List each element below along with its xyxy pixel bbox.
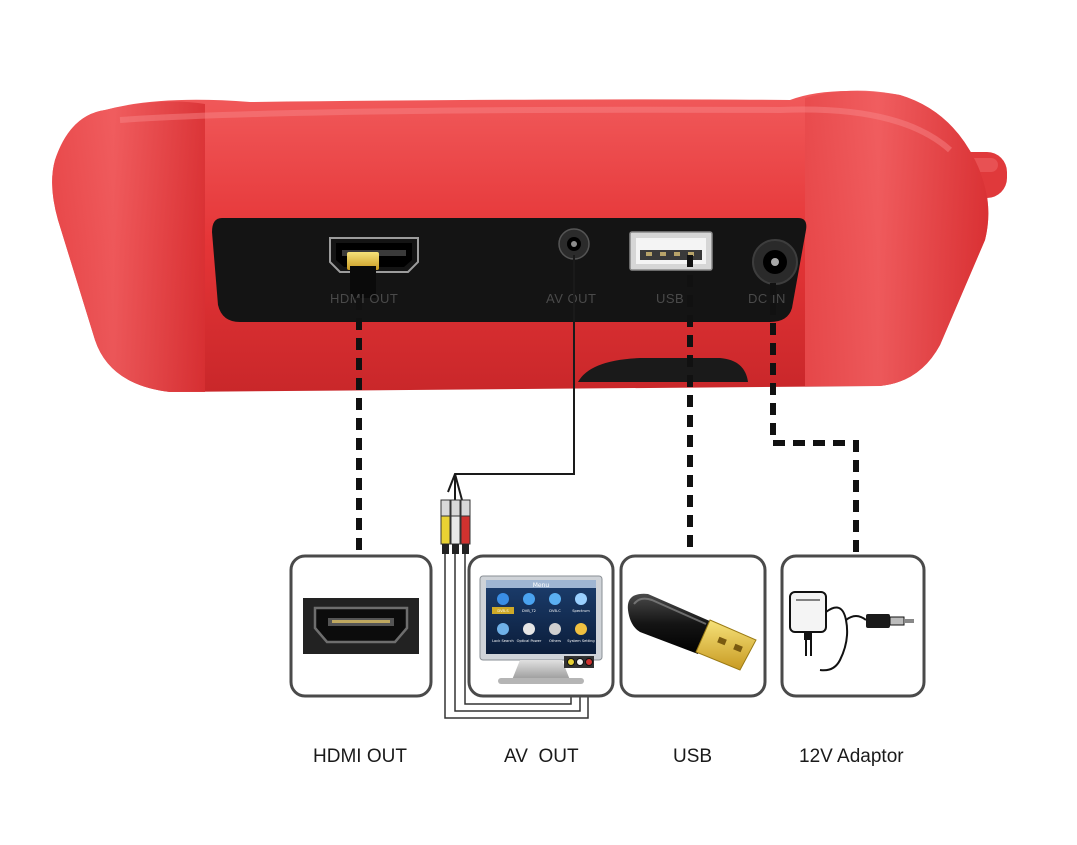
- stand-notch: [578, 358, 748, 382]
- menu-item-label: DVB_T2: [522, 609, 536, 613]
- usb-box: [619, 554, 767, 698]
- hdmi-plug: [347, 252, 379, 270]
- adaptor-box: [780, 554, 926, 698]
- hdmi-port-icon: [303, 598, 419, 654]
- menu-item-icon: [497, 623, 509, 635]
- caption-av-out: AV OUT: [504, 746, 579, 767]
- usb-port: [629, 231, 713, 271]
- menu-item-label: Others: [549, 639, 561, 643]
- av-jack: [558, 228, 590, 260]
- usb-stick-icon: [627, 593, 757, 671]
- port-label-usb: USB: [656, 291, 684, 306]
- menu-item-label: Optical Power: [517, 639, 542, 643]
- menu-item-icon: [497, 593, 509, 605]
- menu-item-icon: [549, 623, 561, 635]
- rca-plugs: [440, 499, 471, 554]
- device-body: HDMI OUT AV OUT USB DC IN: [52, 90, 1007, 393]
- port-panel: [212, 218, 807, 322]
- menu-item-icon: [549, 593, 561, 605]
- menu-item-label: DVB-C: [549, 609, 561, 613]
- menu-item-label: System Setting: [567, 639, 594, 643]
- monitor-menu-title: Menu: [533, 582, 550, 589]
- caption-usb: USB: [673, 746, 713, 767]
- dc-dashed-line: [770, 283, 859, 556]
- menu-item-icon: [575, 593, 587, 605]
- hdmi-box: [289, 554, 433, 698]
- power-adapter-icon: [789, 591, 914, 672]
- menu-item-icon: [523, 593, 535, 605]
- av-cable: [447, 255, 575, 493]
- caption-hdmi-out: HDMI OUT: [313, 746, 407, 767]
- port-label-hdmi: HDMI OUT: [330, 291, 398, 306]
- menu-selection-highlight: [492, 607, 514, 614]
- menu-item-icon: [523, 623, 535, 635]
- dc-jack: [752, 239, 798, 285]
- hdmi-port: [329, 237, 419, 298]
- port-label-dc: DC IN: [748, 291, 786, 306]
- menu-item-label: DVB-S: [497, 609, 509, 613]
- menu-item-label: Lock Search: [492, 639, 514, 643]
- port-label-av: AV OUT: [546, 291, 596, 306]
- menu-item-label: Spectrum: [572, 609, 590, 613]
- caption-12v-adaptor: 12V Adaptor: [799, 746, 904, 767]
- menu-item-icon: [575, 623, 587, 635]
- connection-lines: [356, 255, 859, 719]
